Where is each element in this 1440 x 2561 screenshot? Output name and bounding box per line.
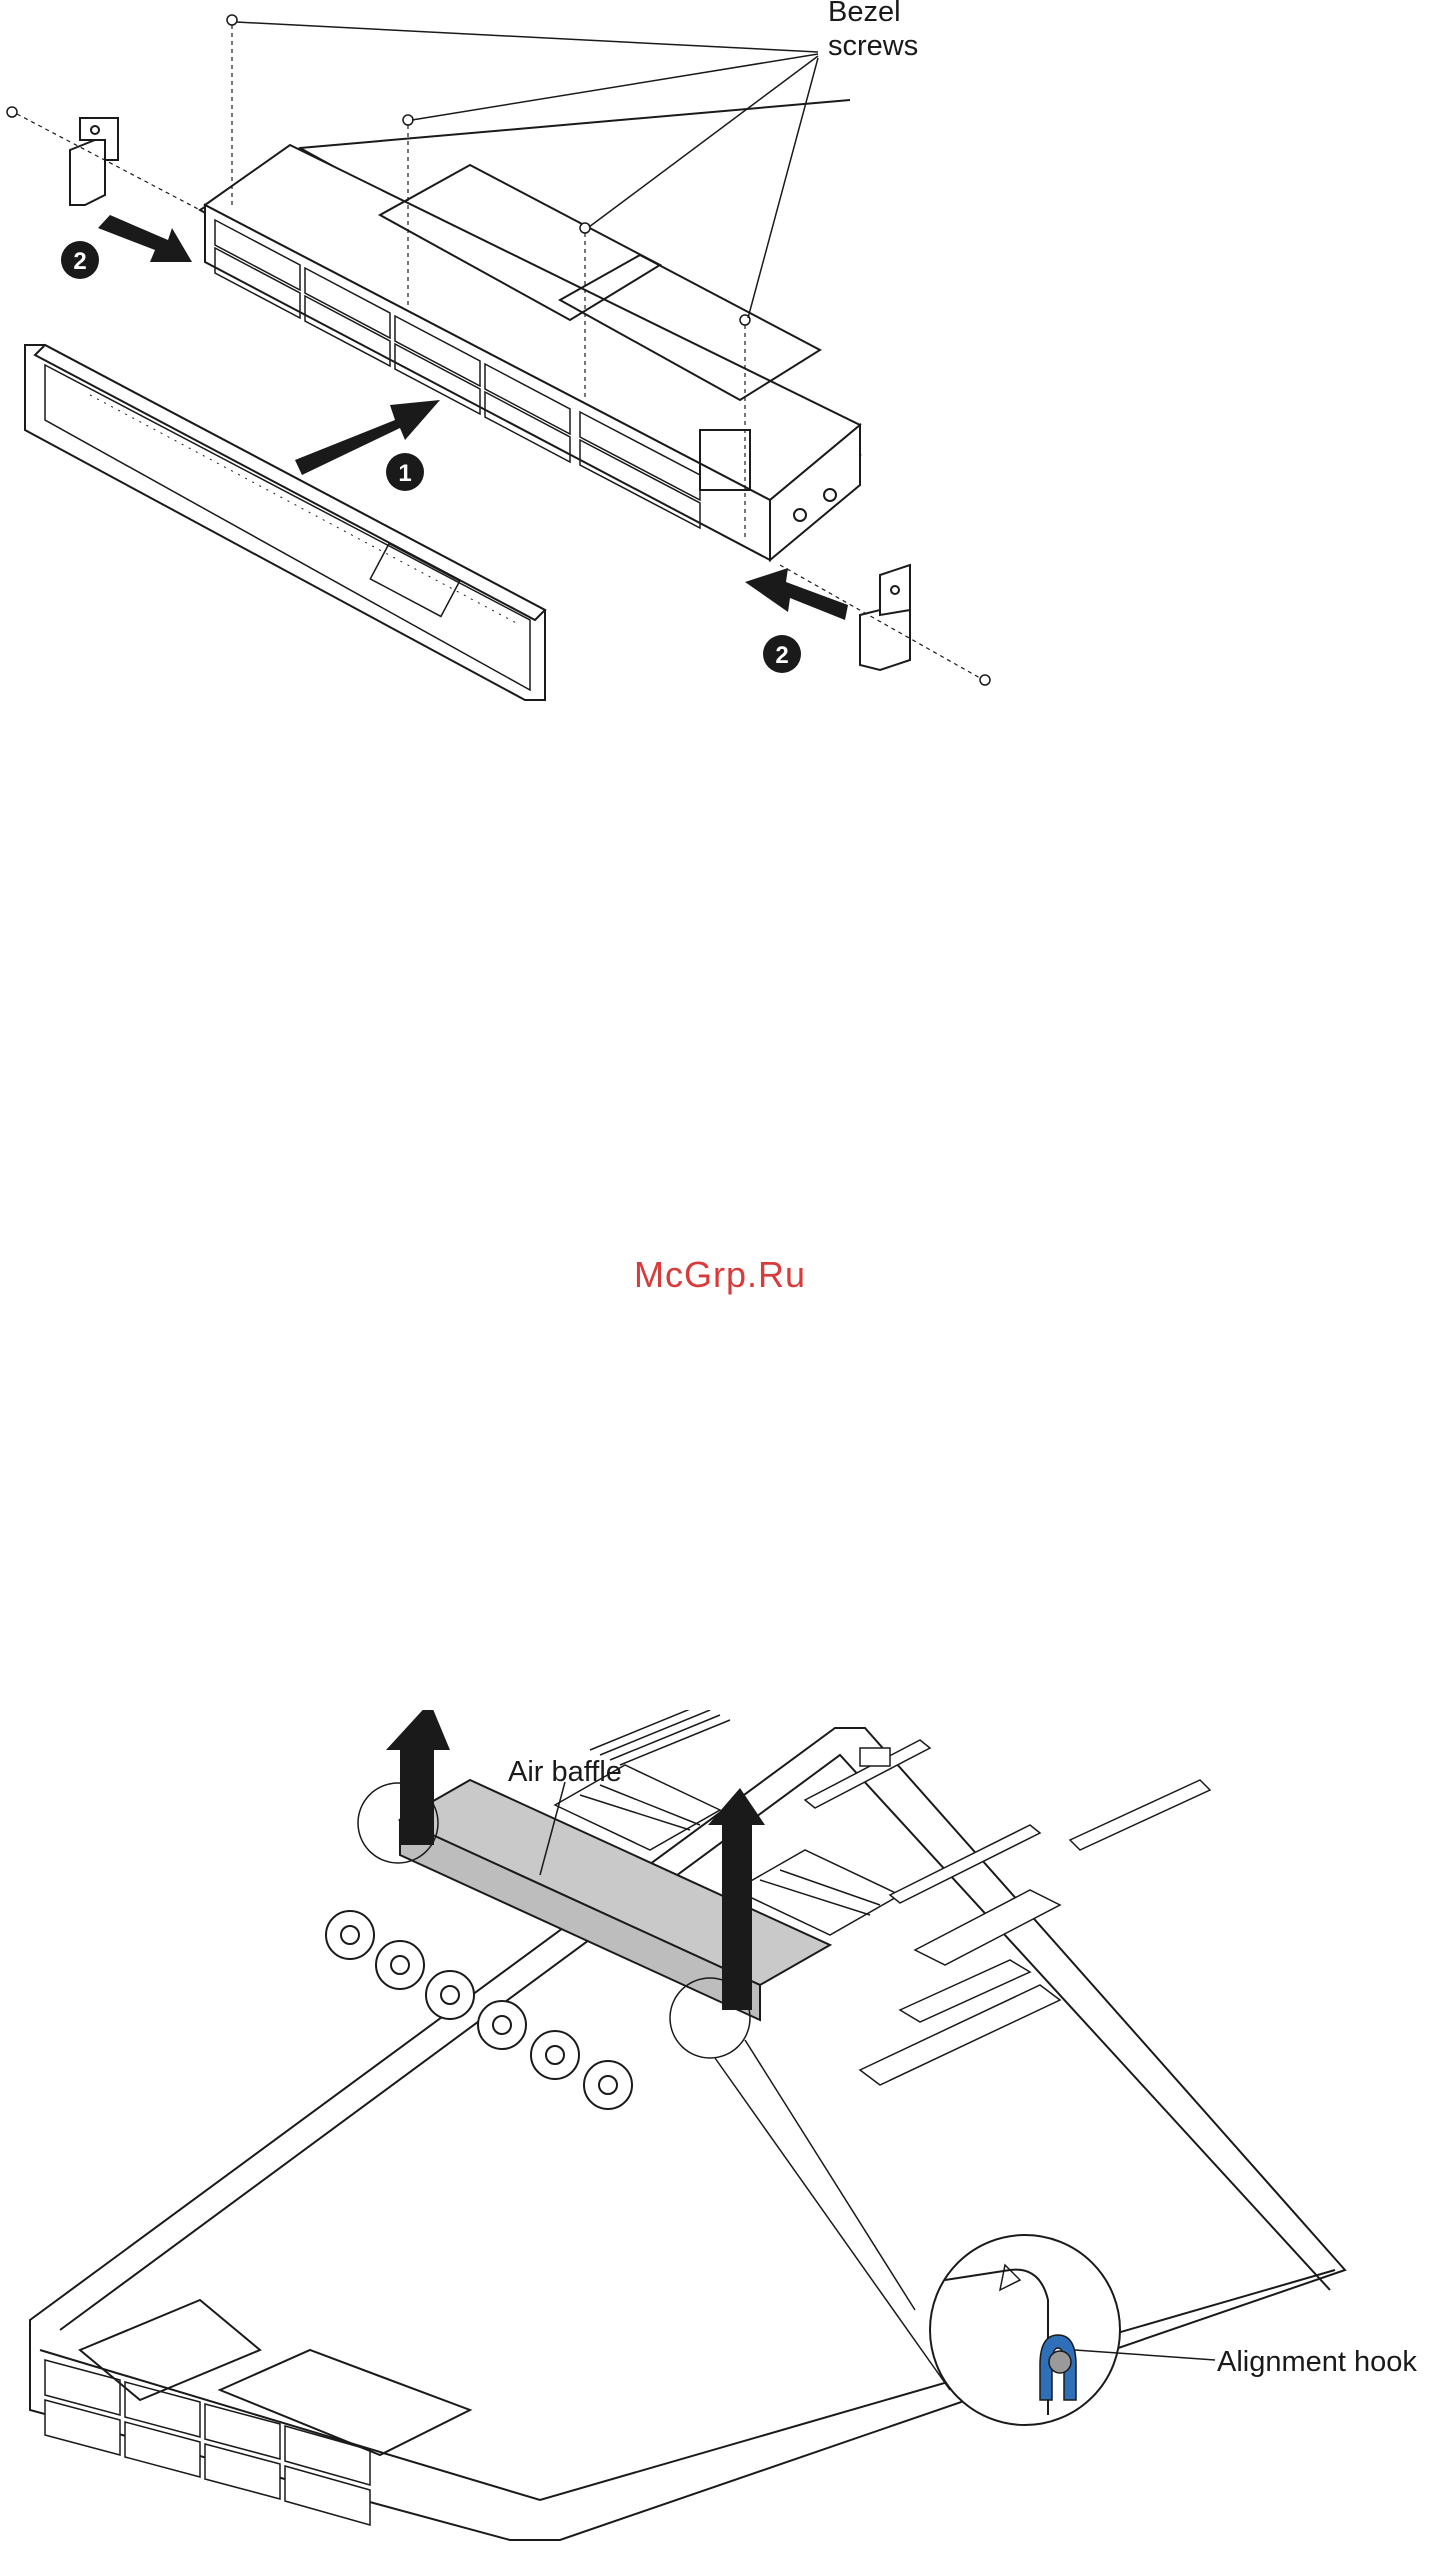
arrow-step-2-left — [98, 215, 192, 262]
step-marker-1: 1 — [386, 453, 424, 491]
watermark: McGrp.Ru — [0, 1254, 1440, 1296]
air-baffle-removal-figure: Air baffle Alignment hook — [0, 1710, 1440, 2556]
arrow-step-2-right — [745, 568, 848, 620]
bezel-removal-drawing: 1 2 2 — [0, 0, 1440, 720]
step-1-number: 1 — [398, 460, 411, 487]
left-rack-latch — [70, 118, 118, 205]
right-rack-latch — [860, 565, 910, 670]
alignment-hook-detail — [930, 2235, 1120, 2425]
air-baffle-label: Air baffle — [508, 1756, 622, 1788]
alignment-hook-label: Alignment hook — [1217, 2346, 1417, 2378]
bezel-screws-label-line1: Bezel — [828, 0, 901, 28]
step-2-left-number: 2 — [73, 248, 86, 275]
step-marker-2-right: 2 — [763, 635, 801, 673]
bezel-removal-figure: 1 2 2 Bezel screws — [0, 0, 1440, 720]
step-2-right-number: 2 — [775, 642, 788, 669]
air-baffle-drawing — [0, 1710, 1440, 2556]
step-marker-2-left: 2 — [61, 241, 99, 279]
bezel-screws-label-line2: screws — [828, 30, 918, 62]
